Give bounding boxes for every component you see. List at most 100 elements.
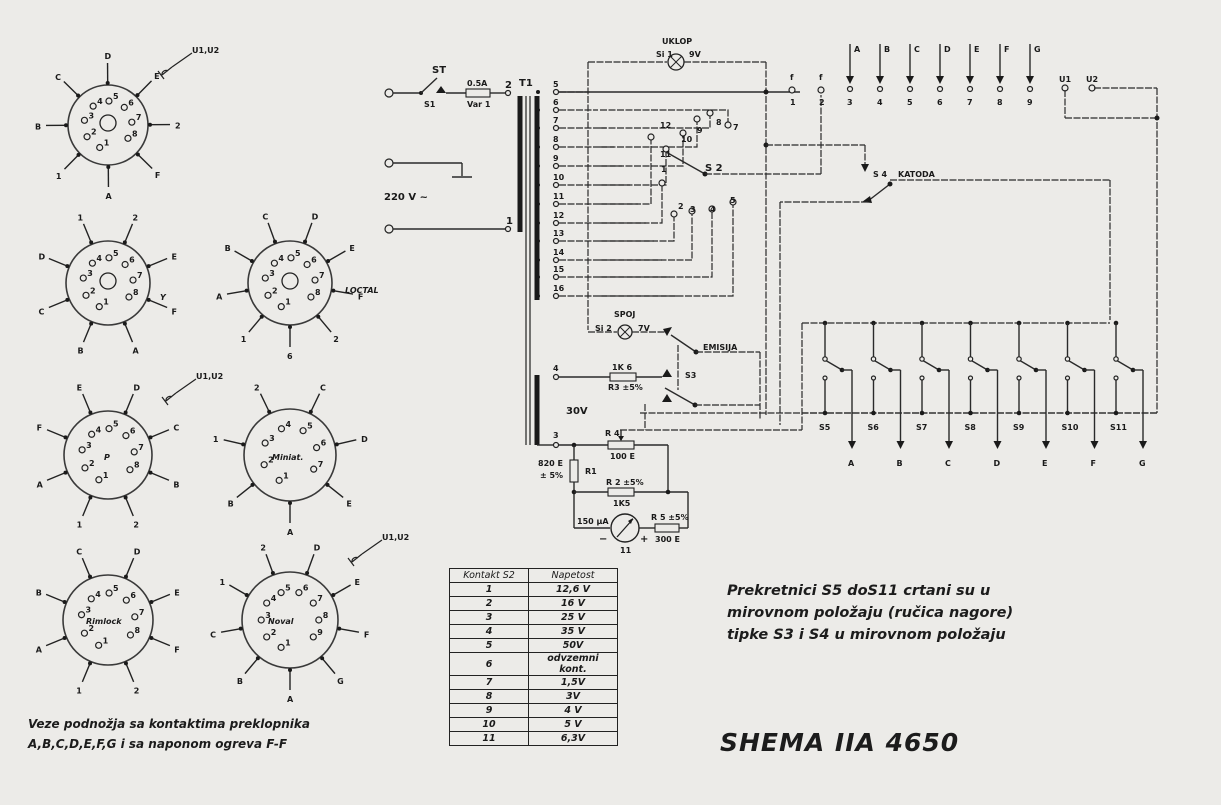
pin-arrow bbox=[265, 553, 274, 574]
socket-pin bbox=[309, 599, 317, 607]
socket-pin bbox=[295, 589, 303, 597]
pin-number: 4 bbox=[97, 97, 103, 106]
terminal-number: 5 bbox=[907, 98, 913, 107]
key-icon bbox=[281, 272, 299, 290]
input-letter: G bbox=[1034, 45, 1041, 54]
tap-label: 12 bbox=[553, 211, 564, 220]
voltage-cell: 12,6 V bbox=[528, 582, 618, 597]
socket-connection-note: Veze podnožja sa kontaktima preklopnika … bbox=[28, 714, 310, 754]
transformer-tap bbox=[552, 181, 560, 189]
grid-cap-icon bbox=[157, 66, 173, 80]
tap-label: 7 bbox=[553, 116, 559, 125]
socket-pin bbox=[77, 611, 86, 619]
socket-pin bbox=[303, 260, 311, 269]
pin-number: 8 bbox=[133, 288, 139, 297]
socket-label: LOCTAL bbox=[345, 286, 379, 295]
fuse-rating: 0.5A bbox=[467, 79, 488, 88]
socket-pin bbox=[261, 274, 269, 282]
arrow-label: A bbox=[106, 192, 113, 201]
arrow-label: 2 bbox=[134, 686, 140, 695]
arrow-label: 1 bbox=[77, 520, 83, 529]
transformer-tap bbox=[552, 143, 560, 151]
arrow-label: F bbox=[358, 293, 363, 302]
bank-output-label: G bbox=[1139, 459, 1146, 468]
socket-pin bbox=[263, 599, 271, 607]
arrow-label: F bbox=[364, 631, 369, 640]
s4-function: KATODA bbox=[898, 170, 936, 179]
low-voltage-label: 30V bbox=[566, 406, 588, 417]
contact-cell: 11 bbox=[449, 731, 529, 746]
voltage-cell: odvzemni kont. bbox=[528, 652, 618, 676]
pin-number: 7 bbox=[319, 271, 325, 280]
socket-pin bbox=[80, 629, 89, 637]
r3-value: 1K 6 bbox=[612, 363, 633, 372]
pin-arrow bbox=[82, 393, 92, 413]
pin-number: 7 bbox=[136, 113, 142, 122]
bank-switch-label: S10 bbox=[1062, 423, 1079, 432]
pin-arrow bbox=[333, 289, 354, 295]
pin-number: 7 bbox=[137, 271, 143, 280]
bank-switch-label: S9 bbox=[1013, 423, 1025, 432]
arrow-label: F bbox=[172, 308, 177, 317]
resistor-r1 bbox=[569, 459, 579, 483]
voltage-cell: 16 V bbox=[528, 596, 618, 611]
pin-number: 6 bbox=[130, 591, 136, 600]
socket-pin bbox=[287, 254, 295, 262]
pin-arrow bbox=[226, 289, 247, 295]
grid-cap-icon bbox=[161, 392, 177, 406]
pin-number: 8 bbox=[323, 611, 329, 620]
pin-arrow bbox=[124, 223, 134, 243]
r1-value: 820 E bbox=[538, 459, 563, 468]
r1-tolerance: ± 5% bbox=[540, 471, 563, 480]
switch-id: S1 bbox=[424, 100, 436, 109]
pin-number: 3 bbox=[88, 111, 94, 120]
pin-number: 4 bbox=[96, 254, 102, 263]
pin-number: 2 bbox=[268, 456, 274, 465]
pin-arrow bbox=[82, 223, 92, 243]
tap-label: 6 bbox=[553, 98, 559, 107]
grid-cap-label: U1,U2 bbox=[382, 533, 409, 542]
potentiometer-r4 bbox=[607, 440, 635, 450]
arrow-label: C bbox=[76, 548, 82, 557]
note-line: tipke S3 i S4 u mirovnom položaju bbox=[727, 627, 1006, 643]
arrow-label: E bbox=[172, 252, 177, 261]
voltage-cell: 35 V bbox=[528, 624, 618, 639]
table-header: Napetost bbox=[528, 568, 618, 583]
pin-number: 5 bbox=[113, 92, 119, 101]
pin-number: 3 bbox=[87, 269, 93, 278]
pin-arrow bbox=[82, 323, 92, 343]
pin-arrow bbox=[45, 637, 65, 647]
bank-output-label: A bbox=[848, 459, 855, 468]
s4-label: S 4 bbox=[873, 170, 888, 179]
note-line: Veze podnožja sa kontaktima preklopnika bbox=[28, 717, 310, 731]
r4-id: R 4 bbox=[605, 429, 620, 438]
input-terminal bbox=[936, 85, 944, 93]
grid-cap-wiring bbox=[800, 87, 1160, 414]
voltage-cell: 6,3V bbox=[528, 731, 618, 746]
terminal-number: 2 bbox=[819, 98, 825, 107]
socket-pin bbox=[309, 633, 317, 641]
terminal-number: 1 bbox=[790, 98, 796, 107]
arrow-label: B bbox=[237, 677, 243, 686]
bank-switch-label: S6 bbox=[868, 423, 880, 432]
pin-arrow bbox=[267, 222, 276, 242]
terminal-number: 3 bbox=[847, 98, 853, 107]
pin-arrow bbox=[150, 471, 170, 481]
arrow-label: D bbox=[312, 212, 319, 221]
socket-pin bbox=[80, 116, 89, 124]
input-letter: A bbox=[854, 45, 861, 54]
pin-number: 5 bbox=[113, 420, 119, 429]
arrow-label: C bbox=[262, 212, 268, 221]
input-letter: C bbox=[914, 45, 920, 54]
tap-label: 10 bbox=[553, 173, 565, 182]
contact-cell: 1 bbox=[449, 582, 529, 597]
fuse-id: Var 1 bbox=[467, 100, 491, 109]
pin-arrow bbox=[317, 316, 332, 333]
pin-number: 2 bbox=[90, 286, 96, 295]
